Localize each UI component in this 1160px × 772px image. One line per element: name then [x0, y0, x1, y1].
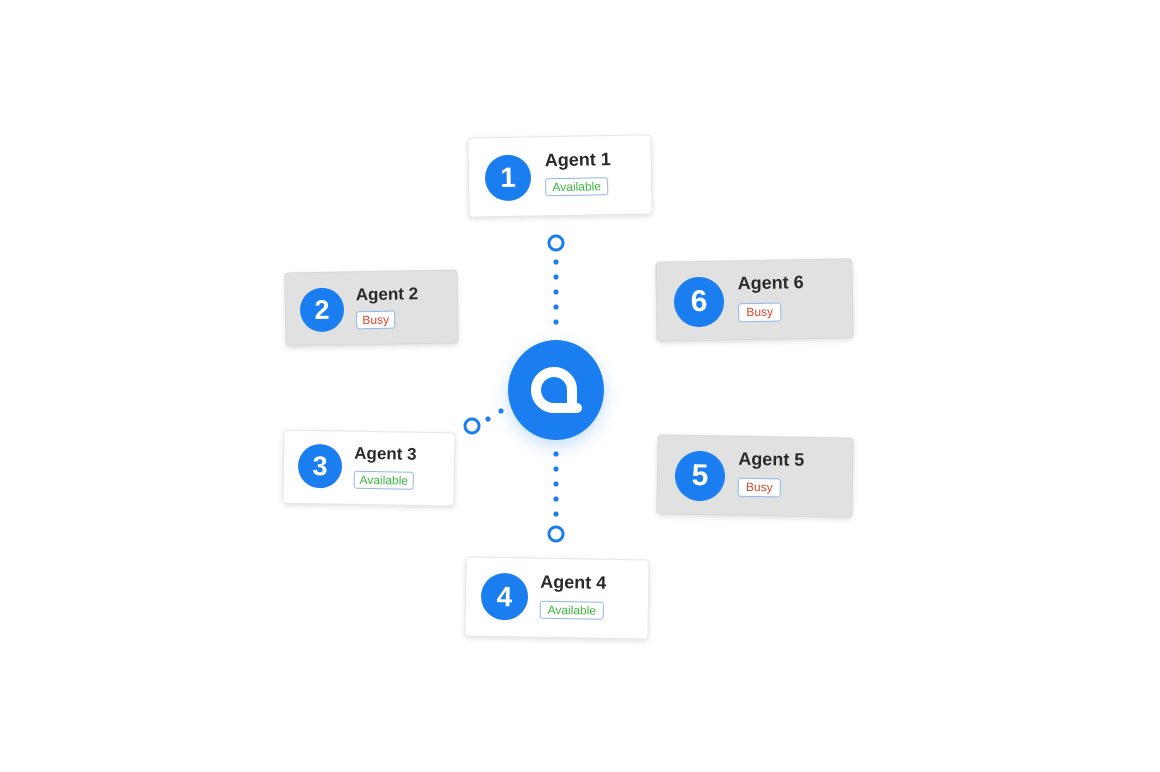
connector-agent-1: [547, 234, 565, 325]
status-badge: Available: [545, 177, 609, 197]
status-badge: Busy: [737, 477, 781, 498]
agent-name: Agent 3: [354, 443, 417, 464]
agent-number-badge: 1: [484, 154, 532, 202]
agent-name: Agent 6: [737, 272, 804, 294]
status-badge: Busy: [738, 302, 782, 323]
agent-card-1[interactable]: 1 Agent 1 Available: [467, 134, 653, 218]
status-badge: Busy: [356, 310, 396, 330]
status-badge: Available: [539, 600, 604, 620]
agent-card-5[interactable]: 5 Agent 5 Busy: [656, 434, 854, 518]
agent-name: Agent 2: [355, 284, 419, 305]
central-hub: [508, 340, 604, 440]
brand-logo-icon: [531, 367, 582, 413]
agent-card-4[interactable]: 4 Agent 4 Available: [464, 556, 650, 640]
agent-number-badge: 5: [674, 450, 726, 502]
agent-number-badge: 3: [297, 443, 343, 489]
agent-number-badge: 4: [480, 572, 529, 621]
agent-card-6[interactable]: 6 Agent 6 Busy: [655, 258, 854, 342]
connector-ring: [463, 417, 481, 435]
agent-card-2[interactable]: 2 Agent 2 Busy: [284, 269, 459, 347]
agent-name: Agent 5: [738, 448, 805, 470]
connector-agent-4: [547, 451, 565, 543]
status-badge: Available: [353, 470, 414, 490]
agent-name: Agent 4: [540, 571, 607, 593]
agent-number-badge: 2: [299, 287, 345, 333]
connector-ring: [547, 234, 565, 252]
agent-number-badge: 6: [673, 276, 725, 328]
agent-card-3[interactable]: 3 Agent 3 Available: [282, 429, 456, 507]
connector-agent-3: [463, 408, 504, 435]
agent-name: Agent 1: [544, 149, 611, 171]
connector-ring: [547, 525, 565, 543]
